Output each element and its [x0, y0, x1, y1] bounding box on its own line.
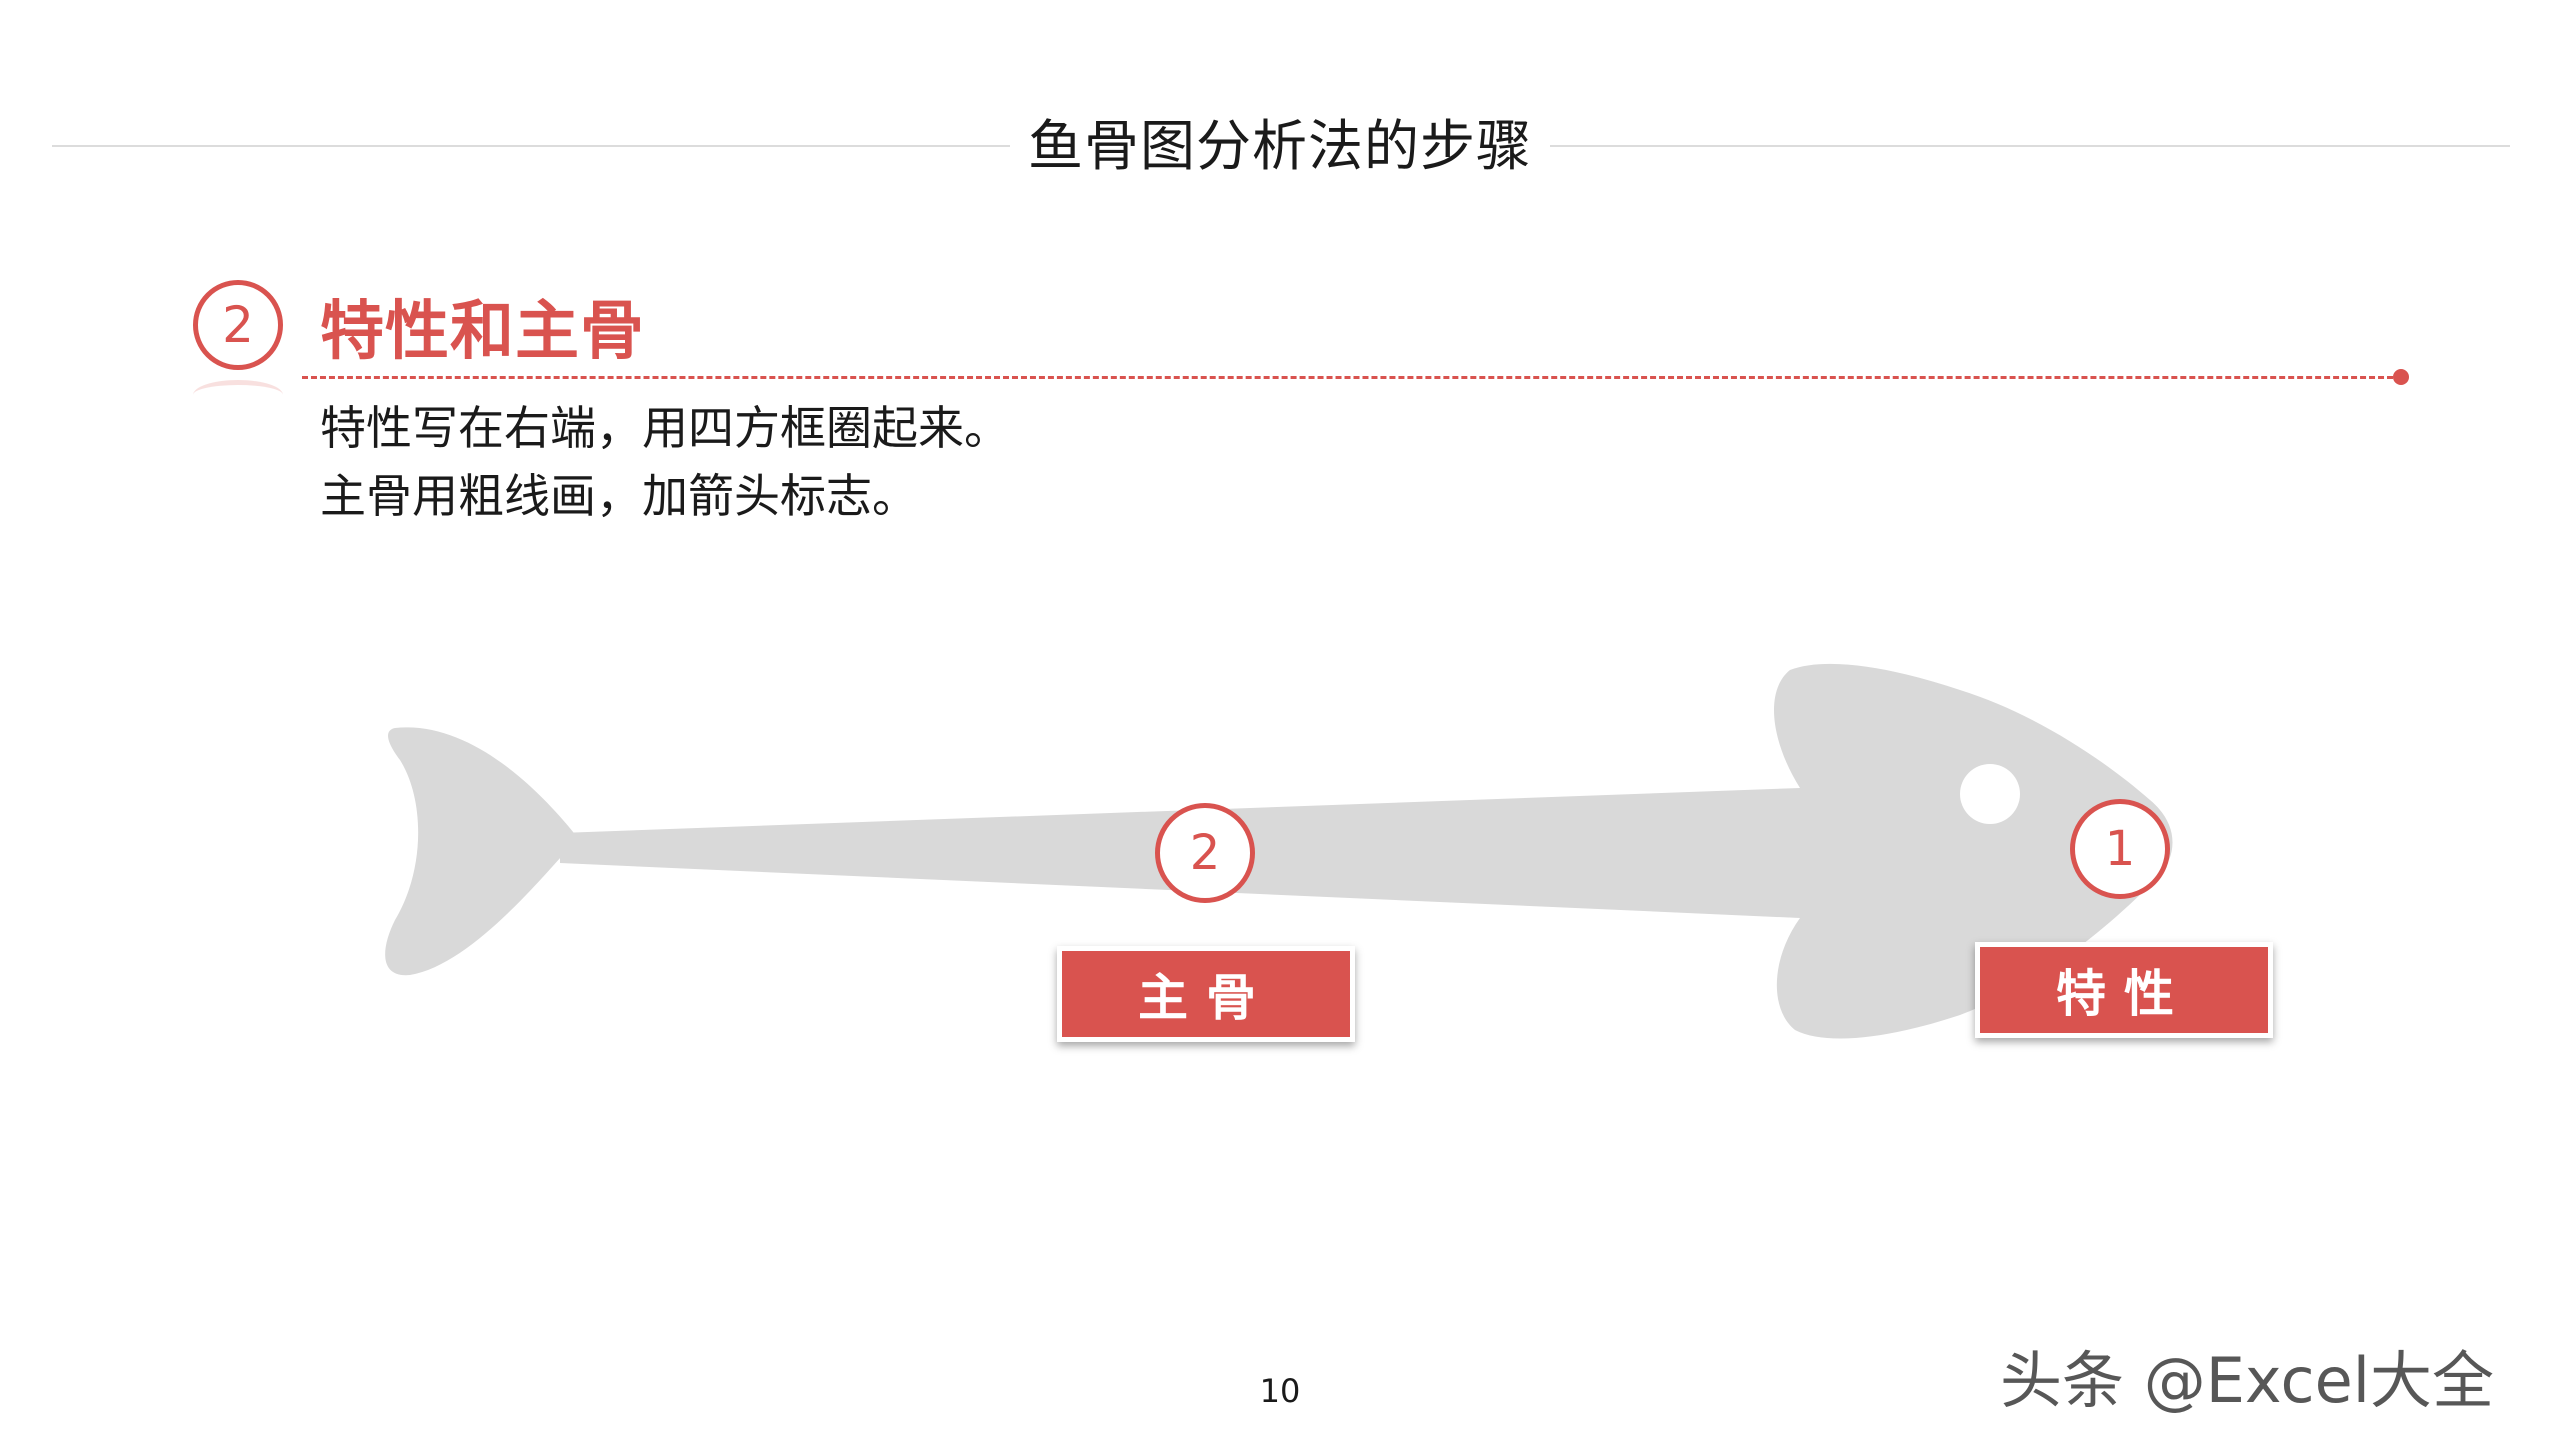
header-divider-left — [52, 145, 1010, 147]
page-number: 10 — [1259, 1372, 1301, 1410]
page-title: 鱼骨图分析法的步骤 — [1027, 114, 1532, 178]
description-line-2: 主骨用粗线画，加箭头标志。 — [320, 469, 918, 523]
step-number-badge: 2 — [193, 280, 283, 370]
fish-eye — [1960, 764, 2020, 824]
marker-main-bone: 2 — [1155, 803, 1255, 903]
watermark: 头条 @Excel大全 — [2000, 1344, 2494, 1417]
header-divider-right — [1550, 145, 2510, 147]
fish-tail — [385, 727, 578, 976]
description-line-1: 特性写在右端，用四方框圈起来。 — [320, 401, 1010, 455]
section-title: 特性和主骨 — [320, 295, 645, 369]
main-bone-label: 主骨 — [1057, 946, 1355, 1042]
divider-end-dot — [2393, 369, 2409, 385]
step-badge-reflection — [193, 380, 283, 410]
marker-characteristic: 1 — [2070, 799, 2170, 899]
section-dashed-divider — [302, 376, 2402, 379]
characteristic-label: 特性 — [1975, 942, 2273, 1038]
